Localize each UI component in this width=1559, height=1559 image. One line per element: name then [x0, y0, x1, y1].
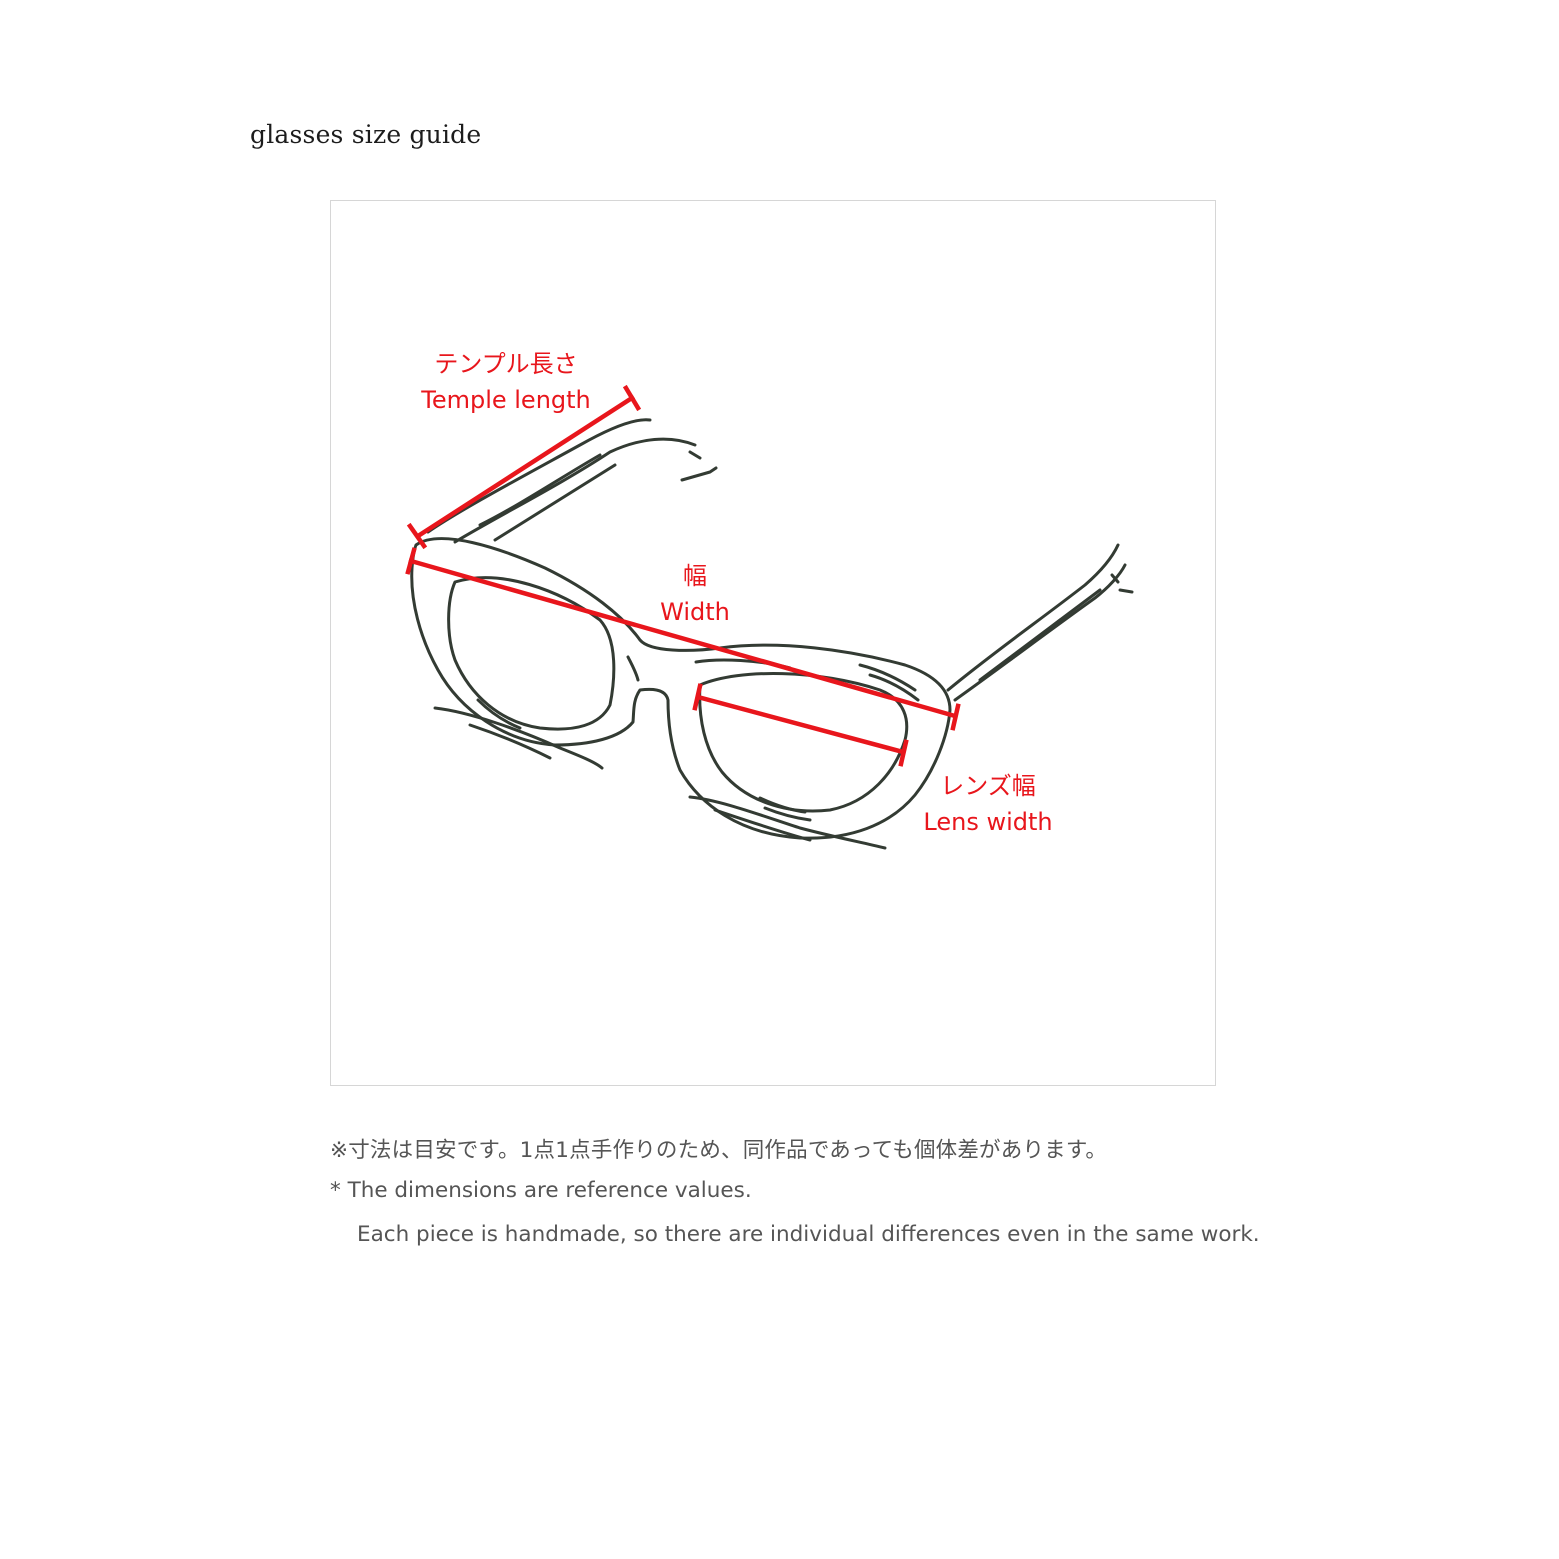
- width-line: [408, 558, 958, 719]
- page-title: glasses size guide: [250, 120, 482, 149]
- width-label: 幅 Width: [640, 558, 750, 630]
- width-end-tick-end: [950, 703, 961, 731]
- width-label-en: Width: [660, 598, 730, 626]
- disclaimer-en-line1: * The dimensions are reference values.: [330, 1178, 752, 1203]
- lens-width-end-tick-start: [692, 683, 703, 711]
- measurement-lines: [405, 384, 961, 767]
- diagram-frame: [330, 200, 1216, 1086]
- temple-length-end-tick-end: [622, 384, 642, 412]
- lens-width-line: [695, 694, 906, 755]
- glasses-sketch: [410, 418, 1134, 850]
- temple-length-line: [414, 394, 636, 540]
- disclaimer-jp: ※寸法は目安です。1点1点手作りのため、同作品であっても個体差があります。: [330, 1138, 1108, 1163]
- width-end-tick-start: [405, 547, 417, 575]
- lens-width-label-jp: レンズ幅: [940, 772, 1036, 800]
- lens-width-end-tick-end: [898, 739, 909, 767]
- width-label-jp: 幅: [683, 562, 707, 590]
- disclaimer-en-line2: Each piece is handmade, so there are ind…: [357, 1222, 1260, 1247]
- temple-length-label-jp: テンプル長さ: [434, 350, 578, 378]
- lens-width-label-en: Lens width: [923, 808, 1053, 836]
- temple-length-label-en: Temple length: [421, 386, 591, 414]
- temple-length-label: テンプル長さ Temple length: [400, 346, 612, 418]
- lens-width-label: レンズ幅 Lens width: [912, 768, 1064, 840]
- temple-length-end-tick-start: [406, 522, 428, 550]
